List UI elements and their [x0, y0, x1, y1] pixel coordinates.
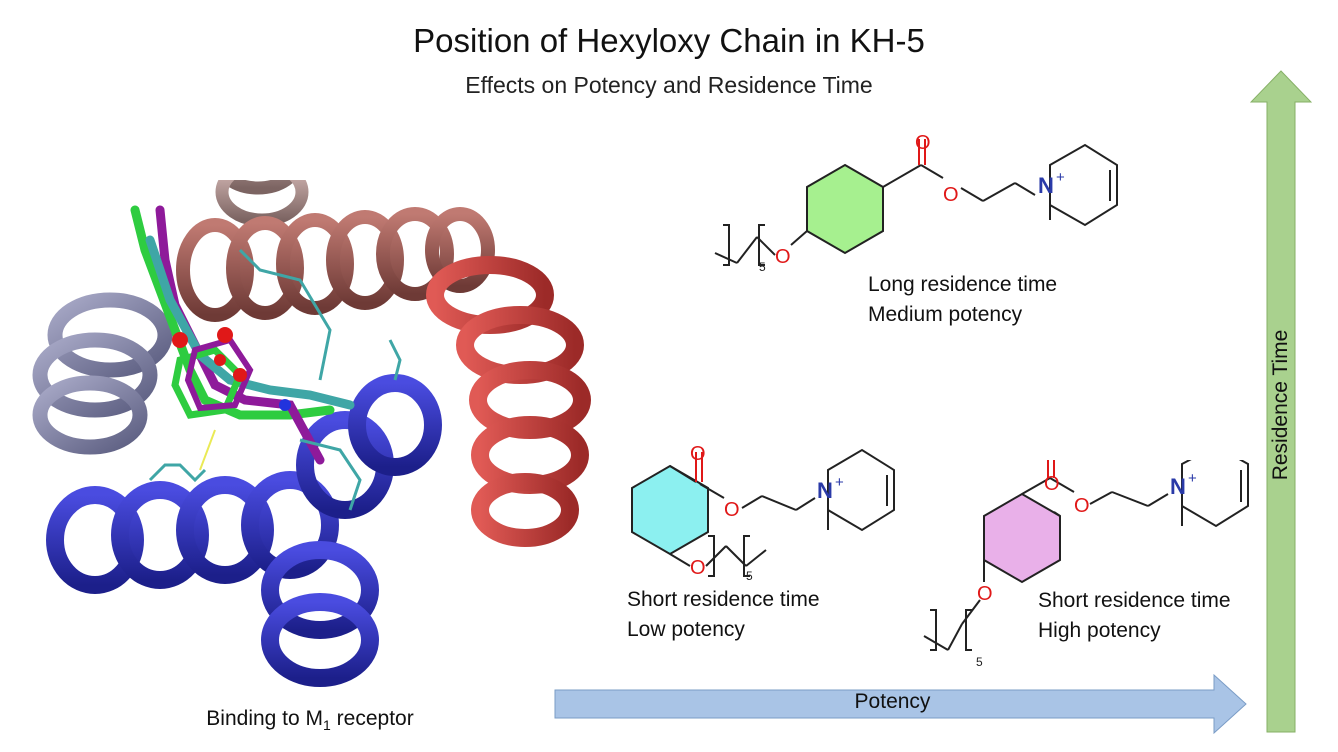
residence-time-arrow [1250, 70, 1312, 733]
potency-axis-label: Potency [854, 690, 931, 713]
receptor-ribbon-illustration [32, 180, 591, 687]
svg-text:O: O [977, 583, 993, 605]
para-caption: Long residence time Medium potency [868, 273, 1058, 326]
svg-text:+: + [1056, 169, 1065, 186]
hydrogen-bond [199, 429, 216, 471]
svg-text:5: 5 [759, 260, 766, 274]
svg-text:5: 5 [746, 569, 753, 583]
svg-text:O: O [690, 557, 706, 579]
svg-text:O: O [915, 132, 931, 154]
meta-caption: Short residence time High potency [1038, 589, 1231, 642]
helix-blue [46, 374, 442, 687]
svg-text:+: + [835, 474, 844, 491]
helix-brown [176, 207, 495, 322]
molecule-para: O O O N + 5 [714, 132, 1118, 274]
svg-text:O: O [724, 499, 740, 521]
svg-text:O: O [775, 246, 791, 268]
ortho-caption: Short residence time Low potency [627, 588, 820, 641]
binding-caption: Binding to M1 receptor [206, 707, 414, 734]
svg-text:O: O [690, 443, 706, 465]
helix-top [215, 180, 309, 227]
potency-arrow [554, 674, 1247, 734]
svg-text:O: O [1044, 473, 1060, 495]
diagram-subtitle: Effects on Potency and Residence Time [465, 72, 873, 98]
ligand-oxygen-atoms [172, 327, 247, 382]
benzene-ring-para [806, 163, 884, 255]
benzene-ring-meta [983, 492, 1061, 584]
side-chain-sticks [148, 248, 402, 511]
svg-text:N: N [1170, 474, 1186, 499]
svg-text:+: + [1188, 470, 1197, 487]
diagram-title: Position of Hexyloxy Chain in KH-5 [413, 22, 925, 59]
svg-text:O: O [1074, 495, 1090, 517]
svg-text:O: O [943, 184, 959, 206]
ligand-nitrogen-atom [279, 399, 291, 411]
helix-grey [32, 292, 173, 455]
svg-text:N: N [1038, 173, 1054, 198]
molecule-meta: O O O N + 5 [923, 460, 1249, 669]
residence-time-axis-label: Residence Time [1269, 329, 1292, 481]
svg-text:N: N [817, 478, 833, 503]
svg-text:5: 5 [976, 655, 983, 669]
helix-red [426, 256, 591, 547]
molecule-ortho: O O O N + 5 [631, 443, 895, 583]
